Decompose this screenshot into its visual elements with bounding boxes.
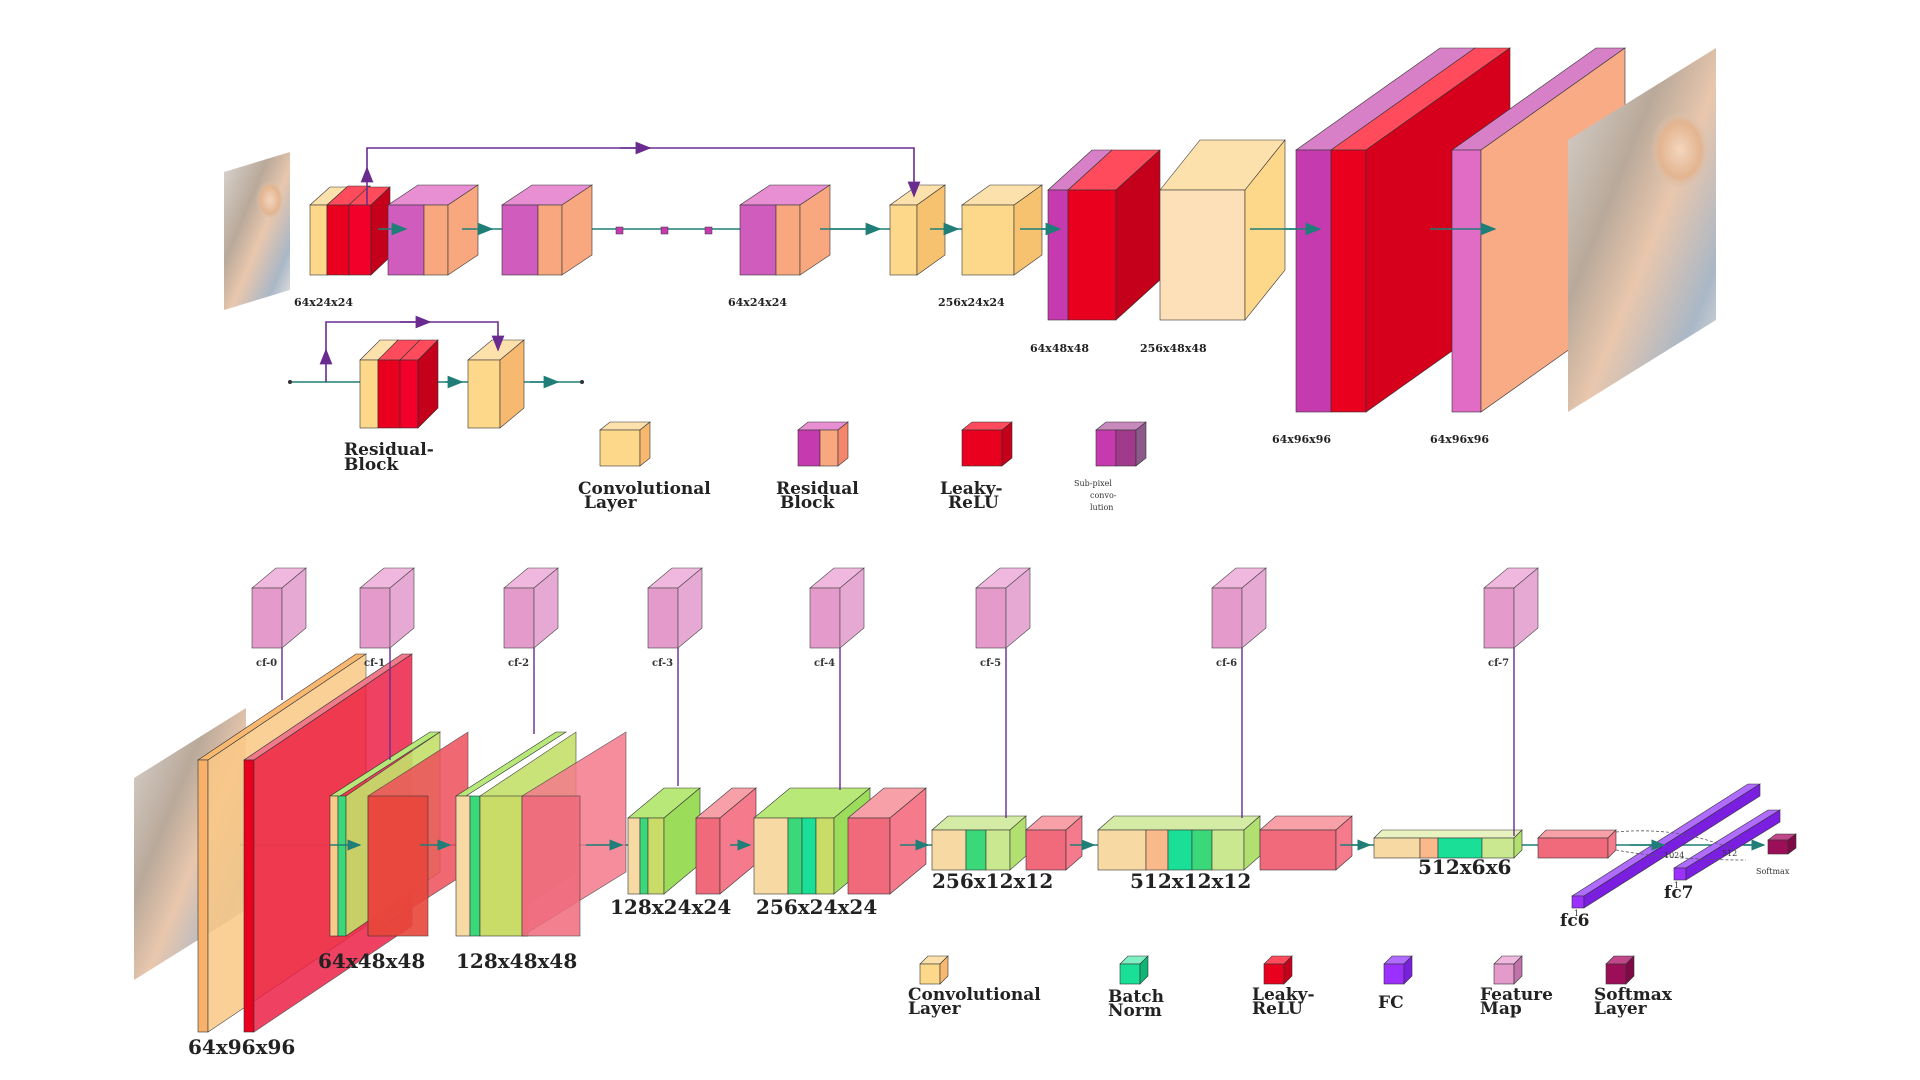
dlegend-softmax-line1: Softmax [1594, 985, 1673, 1005]
disc-label-128x24x24: 128x24x24 [610, 895, 731, 919]
gen-residual-block-1 [387, 184, 479, 276]
feature-map-label: cf-6 [1216, 658, 1237, 669]
feature-map-label: cf-4 [814, 658, 835, 669]
residual-block-label-line2: Block [344, 455, 400, 475]
disc-conv-6 [931, 815, 1083, 871]
fc-connectors [1615, 830, 1766, 861]
feature-map-label: cf-0 [256, 658, 277, 669]
feature-map-cf-1: cf-1 [359, 567, 415, 760]
disc-fc7 [1672, 809, 1782, 881]
dlegend-fm-line1: Feature [1480, 985, 1553, 1005]
disc-conv-5 [753, 787, 927, 895]
disc-label-256x12x12: 256x12x12 [932, 869, 1053, 893]
legend-leaky-line1: Leaky- [940, 479, 1003, 499]
feature-map-cf-5: cf-5 [975, 567, 1031, 818]
fc6-dim-1: 1 [1574, 909, 1579, 918]
gen-label-64x24x24-b: 64x24x24 [728, 296, 787, 309]
feature-map-cf-4: cf-4 [809, 567, 865, 790]
disc-conv-4 [627, 787, 757, 895]
feature-map-label: cf-7 [1488, 658, 1509, 669]
dlegend-bn-line1: Batch [1108, 987, 1164, 1007]
legend-residual-line1: Residual [776, 479, 859, 499]
legend-residual-line2: Block [780, 493, 836, 513]
input-image-lr [224, 152, 290, 310]
gen-conv-3 [961, 184, 1043, 276]
fc7-dim-1: 1 [1674, 881, 1679, 890]
gen-ellipsis-blocks [615, 226, 713, 235]
gen-label-64x96x96-a: 64x96x96 [1272, 433, 1331, 446]
gen-residual-block-n [739, 184, 831, 276]
gen-label-64x48x48: 64x48x48 [1030, 342, 1089, 355]
disc-conv-7 [1097, 815, 1353, 871]
feature-map-cf-2: cf-2 [503, 567, 559, 734]
residual-block-label-line1: Residual- [344, 440, 434, 460]
dlegend-leaky-line1: Leaky- [1252, 985, 1315, 1005]
disc-label-64x96x96: 64x96x96 [188, 1035, 295, 1059]
disc-label-512x12x12: 512x12x12 [1130, 869, 1251, 893]
gen-subpixel-block-1 [1047, 149, 1161, 321]
disc-label-fc7: fc7 [1664, 883, 1694, 903]
feature-map-label: cf-3 [652, 658, 673, 669]
discriminator-network: cf-0 cf-1 cf-2 cf-3 cf-4 cf-5 cf-6 cf-7 64x96x9… [134, 567, 1797, 1059]
feature-map-label: cf-1 [364, 658, 385, 669]
dlegend-fc-line1: FC [1378, 993, 1404, 1013]
disc-label-fc6: fc6 [1560, 911, 1590, 931]
feature-map-cf-6: cf-6 [1211, 567, 1267, 818]
gen-conv-2 [889, 184, 946, 276]
disc-fc6 [1570, 783, 1762, 909]
feature-maps: cf-0 cf-1 cf-2 cf-3 cf-4 cf-5 cf-6 cf-7 [251, 567, 1539, 836]
feature-map-icon [1493, 955, 1523, 985]
discriminator-legend: Convolutional Layer Batch Norm Leaky- Re… [908, 955, 1673, 1021]
generator-network: 64x24x24 64x24x24 256x24x24 64x48x48 256… [224, 47, 1716, 513]
fc7-dim-512: 512 [1722, 849, 1737, 858]
feature-map-cf-7: cf-7 [1483, 567, 1539, 836]
generator-legend: Convolutional Layer Residual Block Leaky… [578, 421, 1147, 513]
disc-conv-3 [454, 731, 627, 937]
disc-label-64x48x48: 64x48x48 [318, 949, 425, 973]
dlegend-bn-line2: Norm [1108, 1001, 1162, 1021]
legend-conv-line2: Layer [584, 493, 638, 513]
legend-leaky-line2: ReLU [948, 493, 999, 513]
gen-residual-block-2 [501, 184, 593, 276]
fc-icon [1383, 955, 1413, 985]
disc-label-256x24x24: 256x24x24 [756, 895, 877, 919]
conv-layer-icon [599, 421, 651, 467]
dlegend-fm-line2: Map [1480, 999, 1522, 1019]
leaky-relu-icon [1263, 955, 1293, 985]
legend-conv-line1: Convolutional [578, 479, 711, 499]
batch-norm-icon [1119, 955, 1149, 985]
dlegend-leaky-line2: ReLU [1252, 999, 1303, 1019]
residual-block-inset: Residual- Block [288, 315, 584, 475]
gen-label-256x24x24: 256x24x24 [938, 296, 1005, 309]
disc-conv-2 [328, 731, 469, 937]
feature-map-label: cf-5 [980, 658, 1001, 669]
subpixel-conv-icon [1095, 421, 1147, 467]
feature-map-label: cf-2 [508, 658, 529, 669]
disc-conv-8 [1373, 829, 1617, 859]
disc-label-128x48x48: 128x48x48 [456, 949, 577, 973]
gen-label-256x48x48: 256x48x48 [1140, 342, 1207, 355]
output-image-sr [1568, 48, 1716, 412]
feature-map-cf-3: cf-3 [647, 567, 703, 786]
dlegend-conv-line2: Layer [908, 999, 962, 1019]
legend-subpixel-line2: convo- [1090, 491, 1117, 500]
feature-map-cf-0: cf-0 [251, 567, 307, 700]
leaky-relu-icon [961, 421, 1013, 467]
fc6-dim-1024: 1024 [1664, 851, 1684, 860]
disc-label-softmax: Softmax [1756, 867, 1790, 876]
residual-block-icon [797, 421, 849, 467]
gen-conv-block-1 [309, 185, 391, 276]
legend-subpixel-line1: Sub-pixel [1074, 479, 1112, 488]
gen-label-64x96x96-b: 64x96x96 [1430, 433, 1489, 446]
disc-label-512x6x6: 512x6x6 [1418, 855, 1511, 879]
dlegend-conv-line1: Convolutional [908, 985, 1041, 1005]
conv-layer-icon [919, 955, 949, 985]
disc-softmax [1767, 833, 1797, 855]
legend-subpixel-line3: lution [1090, 503, 1113, 512]
dlegend-softmax-line2: Layer [1594, 999, 1648, 1019]
gen-conv-4 [1159, 139, 1286, 321]
gen-label-64x24x24-a: 64x24x24 [294, 296, 353, 309]
softmax-layer-icon [1605, 955, 1635, 985]
